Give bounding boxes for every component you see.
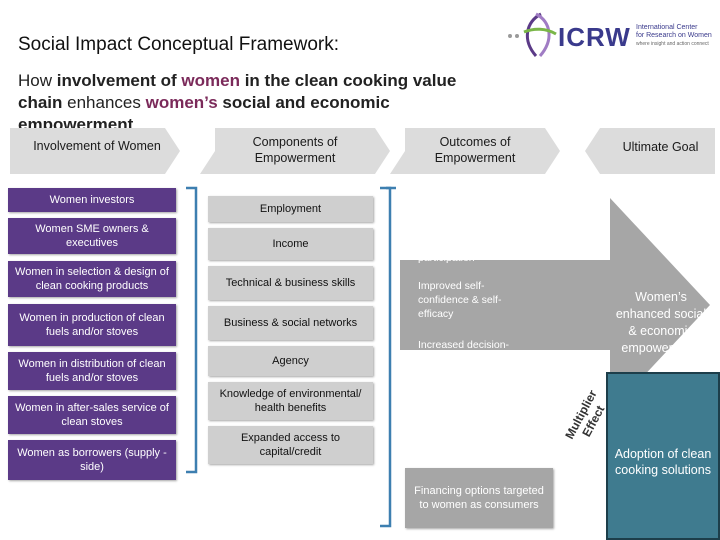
involvement-item: Women in selection & design of clean coo… (8, 261, 176, 297)
bracket-lines (186, 186, 396, 528)
involvement-item: Women in production of clean fuels and/o… (8, 304, 176, 346)
page-title: Social Impact Conceptual Framework: (18, 34, 340, 55)
logo-name: International Center for Research on Wom… (636, 24, 716, 48)
header-involvement: Involvement of Women (33, 139, 161, 153)
component-item: Employment (208, 196, 373, 222)
logo-line: International Center (636, 24, 698, 31)
big-arrow-icon (400, 198, 710, 412)
component-item: Knowledge of environmental/ health benef… (208, 382, 373, 420)
involvement-item: Women as borrowers (supply -side) (8, 440, 176, 480)
adoption-text: Adoption of clean cooking solutions (614, 447, 712, 477)
subtitle-part: women (181, 71, 240, 90)
header-outcomes: Outcomes of Empowerment (434, 135, 516, 165)
icrw-logo: ICRW International Center for Research o… (496, 10, 716, 60)
component-item: Expanded access to capital/credit (208, 426, 373, 464)
component-item: Technical & business skills (208, 266, 373, 300)
logo-abbr: ICRW (558, 22, 631, 52)
header-components: Components of Empowerment (252, 135, 338, 165)
involvement-item: Women in after-sales service of clean st… (8, 396, 176, 434)
goal-box: Women’s enhanced social & economic empow… (615, 290, 707, 355)
financing-box: Financing options targeted to women as c… (405, 468, 553, 528)
subtitle-part: women’s (145, 93, 218, 112)
adoption-box: Adoption of clean cooking solutions (606, 372, 720, 540)
subtitle-part: enhances (62, 93, 146, 112)
involvement-item: Women SME owners & executives (8, 218, 176, 254)
header-goal: Ultimate Goal (622, 140, 699, 154)
subtitle-part: involvement of (56, 71, 182, 90)
subtitle-part: in the clean cooking value chain (18, 71, 457, 112)
component-item: Income (208, 228, 373, 260)
involvement-item: Women in distribution of clean fuels and… (8, 352, 176, 390)
outcome-item: Increased decision-making and control ov… (418, 339, 510, 379)
logo-mark-icon (508, 12, 557, 57)
outcome-item: Enhanced voice/ participation (418, 238, 496, 264)
header-arrows (10, 128, 715, 174)
subtitle: How involvement of women in the clean co… (18, 70, 498, 136)
logo-line: for Research on Women (636, 32, 712, 39)
subtitle-part: How (18, 71, 57, 90)
involvement-item: Women investors (8, 188, 176, 212)
outcome-item: Improved status (418, 400, 493, 412)
outcome-item: Improved self-confidence & self-efficacy (418, 280, 502, 320)
multiplier-label: Multiplier Effect (562, 387, 607, 441)
component-item: Agency (208, 346, 373, 376)
logo-line: where insight and action connect (636, 41, 709, 47)
component-item: Business & social networks (208, 306, 373, 340)
